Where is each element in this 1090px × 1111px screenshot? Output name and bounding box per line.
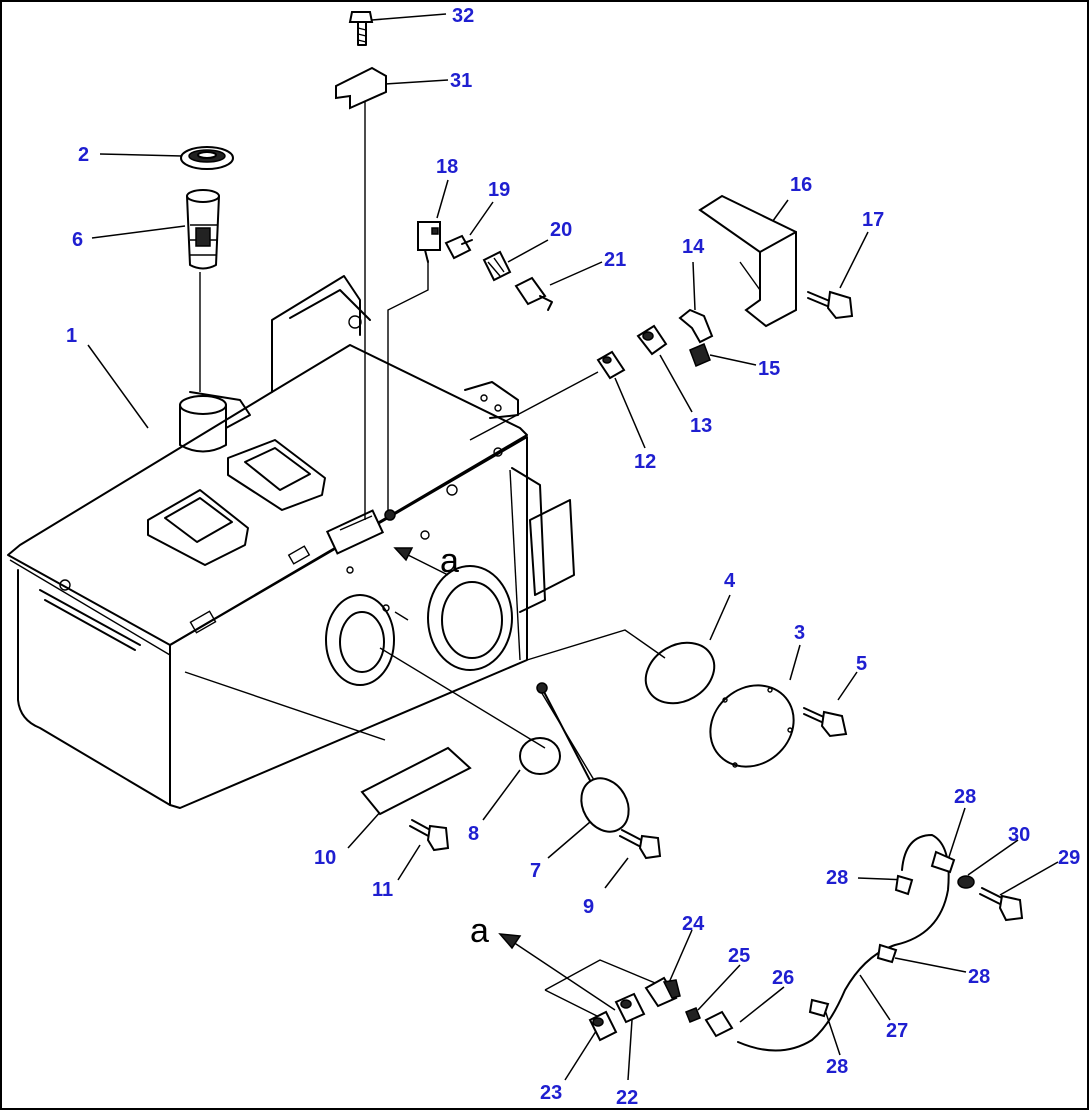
- callout-21: 21: [604, 249, 626, 271]
- callout-28-lower: 28: [826, 1056, 848, 1078]
- bolt-32-icon: [348, 11, 374, 46]
- fitting-13-icon: [636, 324, 668, 356]
- sensor-24-icon: [644, 976, 681, 1008]
- hydraulic-tank: [7, 275, 575, 809]
- callout-labels: 32 31 2 6 18 19 20 21 16 17 14 15 13 12 …: [66, 5, 1080, 1109]
- callout-4: 4: [724, 570, 736, 592]
- callout-32: 32: [452, 5, 474, 27]
- callout-16: 16: [790, 174, 812, 196]
- callout-19: 19: [488, 179, 510, 201]
- view-ref-a-harness: a: [470, 912, 489, 950]
- callout-10: 10: [314, 847, 336, 869]
- callout-24: 24: [682, 913, 705, 935]
- callout-13: 13: [690, 415, 712, 437]
- bolt-17-icon: [807, 290, 854, 320]
- callout-30: 30: [1008, 824, 1030, 846]
- nut-25-icon: [685, 1007, 701, 1023]
- bolt-29-icon: [979, 887, 1024, 922]
- callout-25: 25: [728, 945, 750, 967]
- fitting-21-icon: [514, 276, 553, 311]
- bolt-11-icon: [409, 819, 450, 852]
- callout-14: 14: [682, 236, 705, 258]
- connector-19-icon: [444, 234, 473, 260]
- bolt-5-icon: [803, 707, 848, 738]
- switch-18-icon: [417, 221, 441, 263]
- fitting-20-icon: [482, 250, 512, 282]
- strainer-6-icon: [186, 189, 220, 270]
- callout-9: 9: [583, 896, 594, 918]
- callout-1: 1: [66, 325, 77, 347]
- callout-27: 27: [886, 1020, 908, 1042]
- callout-28-left: 28: [826, 867, 848, 889]
- callout-15: 15: [758, 358, 780, 380]
- connector-26-icon: [704, 1010, 734, 1038]
- callout-6: 6: [72, 229, 83, 251]
- callout-29: 29: [1058, 847, 1080, 869]
- wiring-harness-27-icon: [737, 834, 956, 1052]
- callout-23: 23: [540, 1082, 562, 1104]
- callout-3: 3: [794, 622, 805, 644]
- callout-5: 5: [856, 653, 867, 675]
- callout-7: 7: [530, 860, 541, 882]
- component-parts: [180, 11, 1024, 1052]
- plate-10-icon: [360, 746, 472, 816]
- fitting-12-icon: [596, 350, 626, 380]
- elbow-14-icon: [678, 308, 714, 344]
- bolt-9-icon: [619, 829, 662, 860]
- callout-22: 22: [616, 1087, 638, 1109]
- callout-8: 8: [468, 823, 479, 845]
- callout-26: 26: [772, 967, 794, 989]
- oring-8-icon: [519, 737, 561, 775]
- oring-4-icon: [644, 641, 716, 705]
- cap-2-icon: [180, 146, 234, 170]
- callout-11: 11: [372, 879, 393, 901]
- plug-15-icon: [689, 343, 711, 367]
- view-ref-a-tank: a: [440, 542, 459, 580]
- callout-2: 2: [78, 144, 89, 166]
- cover-7-icon: [536, 682, 630, 833]
- cover-16-icon: [698, 194, 797, 328]
- sensor-22-icon: [614, 992, 646, 1024]
- sensor-23-icon: [588, 1010, 618, 1042]
- callout-20: 20: [550, 219, 572, 241]
- callout-31: 31: [450, 70, 472, 92]
- callout-17: 17: [862, 209, 884, 231]
- bracket-31-icon: [335, 66, 387, 110]
- cover-plate-3-icon: [709, 684, 795, 768]
- callout-12: 12: [634, 451, 656, 473]
- washer-30-icon: [957, 875, 975, 889]
- callout-28-upper: 28: [954, 786, 976, 808]
- callout-28-right: 28: [968, 966, 990, 988]
- callout-18: 18: [436, 156, 458, 178]
